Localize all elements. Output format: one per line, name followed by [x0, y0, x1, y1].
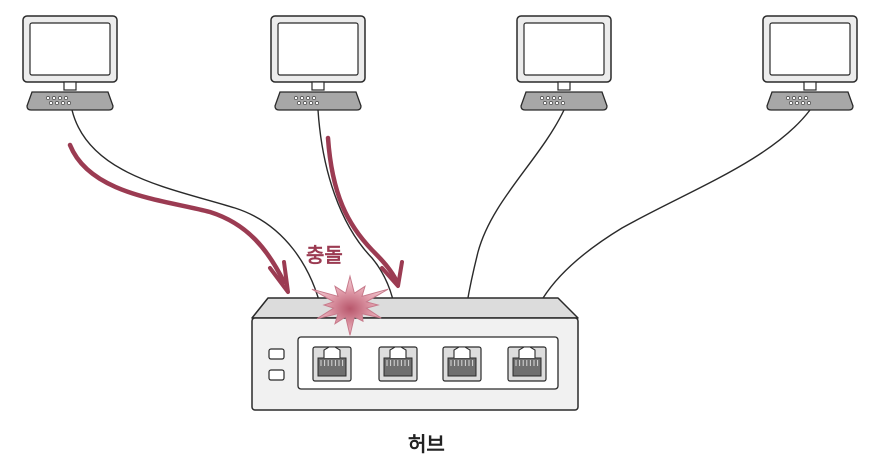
keyboard-key	[297, 101, 301, 105]
collision-label: 충돌	[306, 243, 343, 267]
plug-3	[453, 346, 471, 358]
keyboard-key	[561, 101, 565, 105]
keyboard-key	[798, 96, 802, 100]
keyboard	[766, 91, 854, 111]
keyboard-key	[786, 96, 790, 100]
keyboard-key	[67, 101, 71, 105]
keyboard-key	[807, 101, 811, 105]
keyboard-key	[64, 96, 68, 100]
keyboard-key	[552, 96, 556, 100]
monitor-neck	[63, 81, 77, 91]
monitor-screen	[29, 22, 111, 76]
monitor-neck	[311, 81, 325, 91]
keyboard-key	[801, 101, 805, 105]
plug-1	[323, 346, 341, 358]
keyboard	[26, 91, 114, 111]
cable-1	[71, 109, 327, 345]
keyboard	[274, 91, 362, 111]
hub-led-1	[268, 348, 285, 360]
keyboard-key	[792, 96, 796, 100]
keyboard	[520, 91, 608, 111]
hub-top-face	[251, 297, 579, 319]
hub-label: 허브	[408, 432, 445, 456]
keyboard-key	[546, 96, 550, 100]
hub-port-2	[378, 346, 418, 382]
signal-arrows	[67, 135, 404, 294]
keyboard-key	[303, 101, 307, 105]
keyboard-key	[61, 101, 65, 105]
collision-burst-shape	[311, 274, 389, 336]
computer-4	[762, 15, 858, 111]
monitor-screen	[769, 22, 851, 76]
monitor-neck	[803, 81, 817, 91]
keyboard-key	[52, 96, 56, 100]
collision-burst	[311, 274, 389, 336]
keyboard-key	[315, 101, 319, 105]
keyboard-key	[58, 96, 62, 100]
monitor-neck	[557, 81, 571, 91]
plug-4	[518, 346, 536, 358]
keyboard-key	[804, 96, 808, 100]
keyboard-key	[558, 96, 562, 100]
keyboard-key	[46, 96, 50, 100]
hub-led-2	[268, 369, 285, 381]
signal-arrow-2	[325, 135, 404, 288]
keyboard-key	[789, 101, 793, 105]
keyboard-key	[294, 96, 298, 100]
hub-port-3	[442, 346, 482, 382]
keyboard-key	[306, 96, 310, 100]
hub-port-panel	[297, 336, 559, 390]
keyboard-key	[312, 96, 316, 100]
computer-2	[270, 15, 366, 111]
monitor-screen	[277, 22, 359, 76]
hub-port-1	[312, 346, 352, 382]
cable-plugs	[323, 346, 536, 358]
keyboard-key	[49, 101, 53, 105]
keyboard-key	[309, 101, 313, 105]
computer-1	[22, 15, 118, 111]
keyboard-key	[555, 101, 559, 105]
keyboard-key	[55, 101, 59, 105]
plug-2	[389, 346, 407, 358]
keyboard-key	[300, 96, 304, 100]
keyboard-key	[543, 101, 547, 105]
computers	[22, 15, 858, 111]
monitor-screen	[523, 22, 605, 76]
keyboard-key	[540, 96, 544, 100]
computer-3	[516, 15, 612, 111]
keyboard-key	[549, 101, 553, 105]
signal-arrow-1	[67, 142, 290, 294]
keyboard-key	[795, 101, 799, 105]
